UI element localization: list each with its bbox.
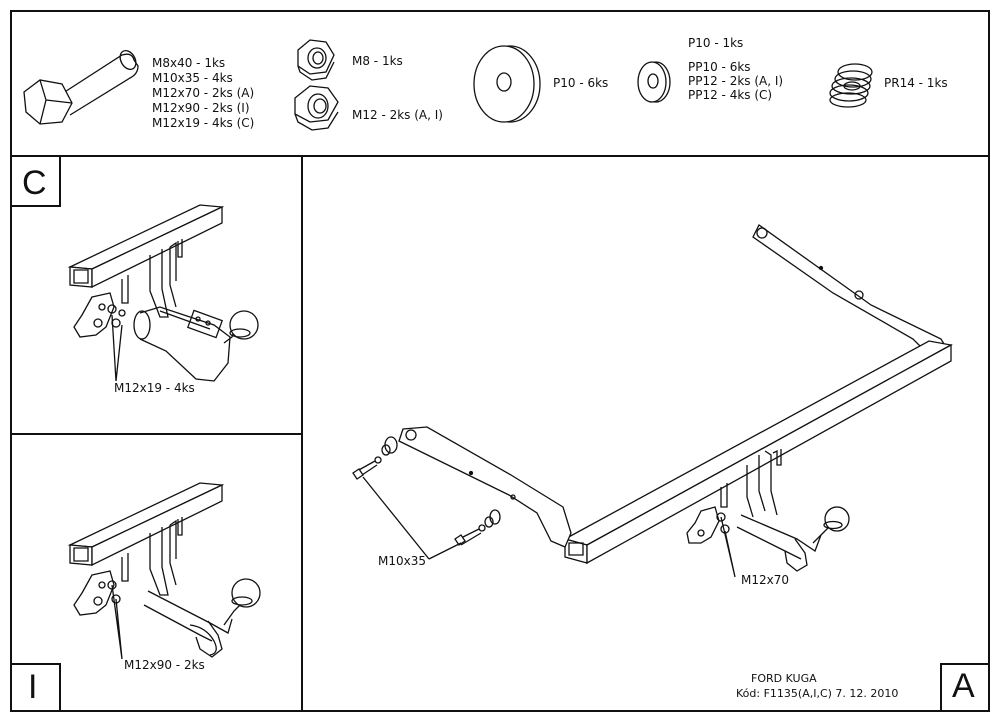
- panel-a-callout-right: M12x70: [741, 573, 789, 587]
- panel-i-callout: M12x90 - 2ks: [124, 658, 205, 672]
- parts-drawings: [0, 0, 1000, 160]
- washer-large-label: P10 - 6ks: [553, 76, 609, 90]
- panel-i-letter: I: [28, 668, 38, 706]
- panel-c-callout: M12x19 - 4ks: [114, 381, 195, 395]
- panel-i-letter-box: [10, 663, 61, 712]
- panel-a-hitch-drawing: [301, 155, 990, 712]
- nut-m12-icon: [295, 86, 338, 130]
- bolt-list-item: M12x90 - 2ks (I): [152, 101, 250, 115]
- washer-small-top-label: P10 - 1ks: [688, 36, 744, 50]
- panel-c-hitch-drawing: [10, 157, 310, 437]
- bolt-icon: [24, 48, 139, 124]
- washer-small-item: PP12 - 2ks (A, I): [688, 74, 784, 88]
- vehicle-title: FORD KUGA: [751, 672, 817, 685]
- product-code: Kód: F1135(A,I,C) 7. 12. 2010: [736, 687, 899, 700]
- washer-small-icon: [638, 62, 670, 102]
- bolt-list-item: M10x35 - 4ks: [152, 71, 233, 85]
- panel-a: [301, 155, 990, 712]
- washer-small-item: PP12 - 4ks (C): [688, 88, 773, 102]
- panel-i-hitch-drawing: [10, 435, 310, 715]
- bolt-list-item: M12x70 - 2ks (A): [152, 86, 255, 100]
- washer-large-icon: [474, 46, 540, 122]
- bolt-list-item: M12x19 - 4ks (C): [152, 116, 255, 130]
- spring-washer-icon: [830, 64, 872, 107]
- nut-m8-label: M8 - 1ks: [352, 54, 403, 68]
- panel-c-letter: C: [22, 164, 47, 202]
- panel-c-letter-box: [10, 155, 61, 207]
- spring-washer-label: PR14 - 1ks: [884, 76, 948, 90]
- nut-m12-label: M12 - 2ks (A, I): [352, 108, 443, 122]
- panel-a-letter-box: [940, 663, 990, 712]
- bolt-list-item: M8x40 - 1ks: [152, 56, 226, 70]
- nut-m8-icon: [298, 40, 334, 80]
- panel-a-letter: A: [952, 667, 975, 705]
- panel-a-callout-left: M10x35: [378, 554, 426, 568]
- washer-small-item: PP10 - 6ks: [688, 60, 751, 74]
